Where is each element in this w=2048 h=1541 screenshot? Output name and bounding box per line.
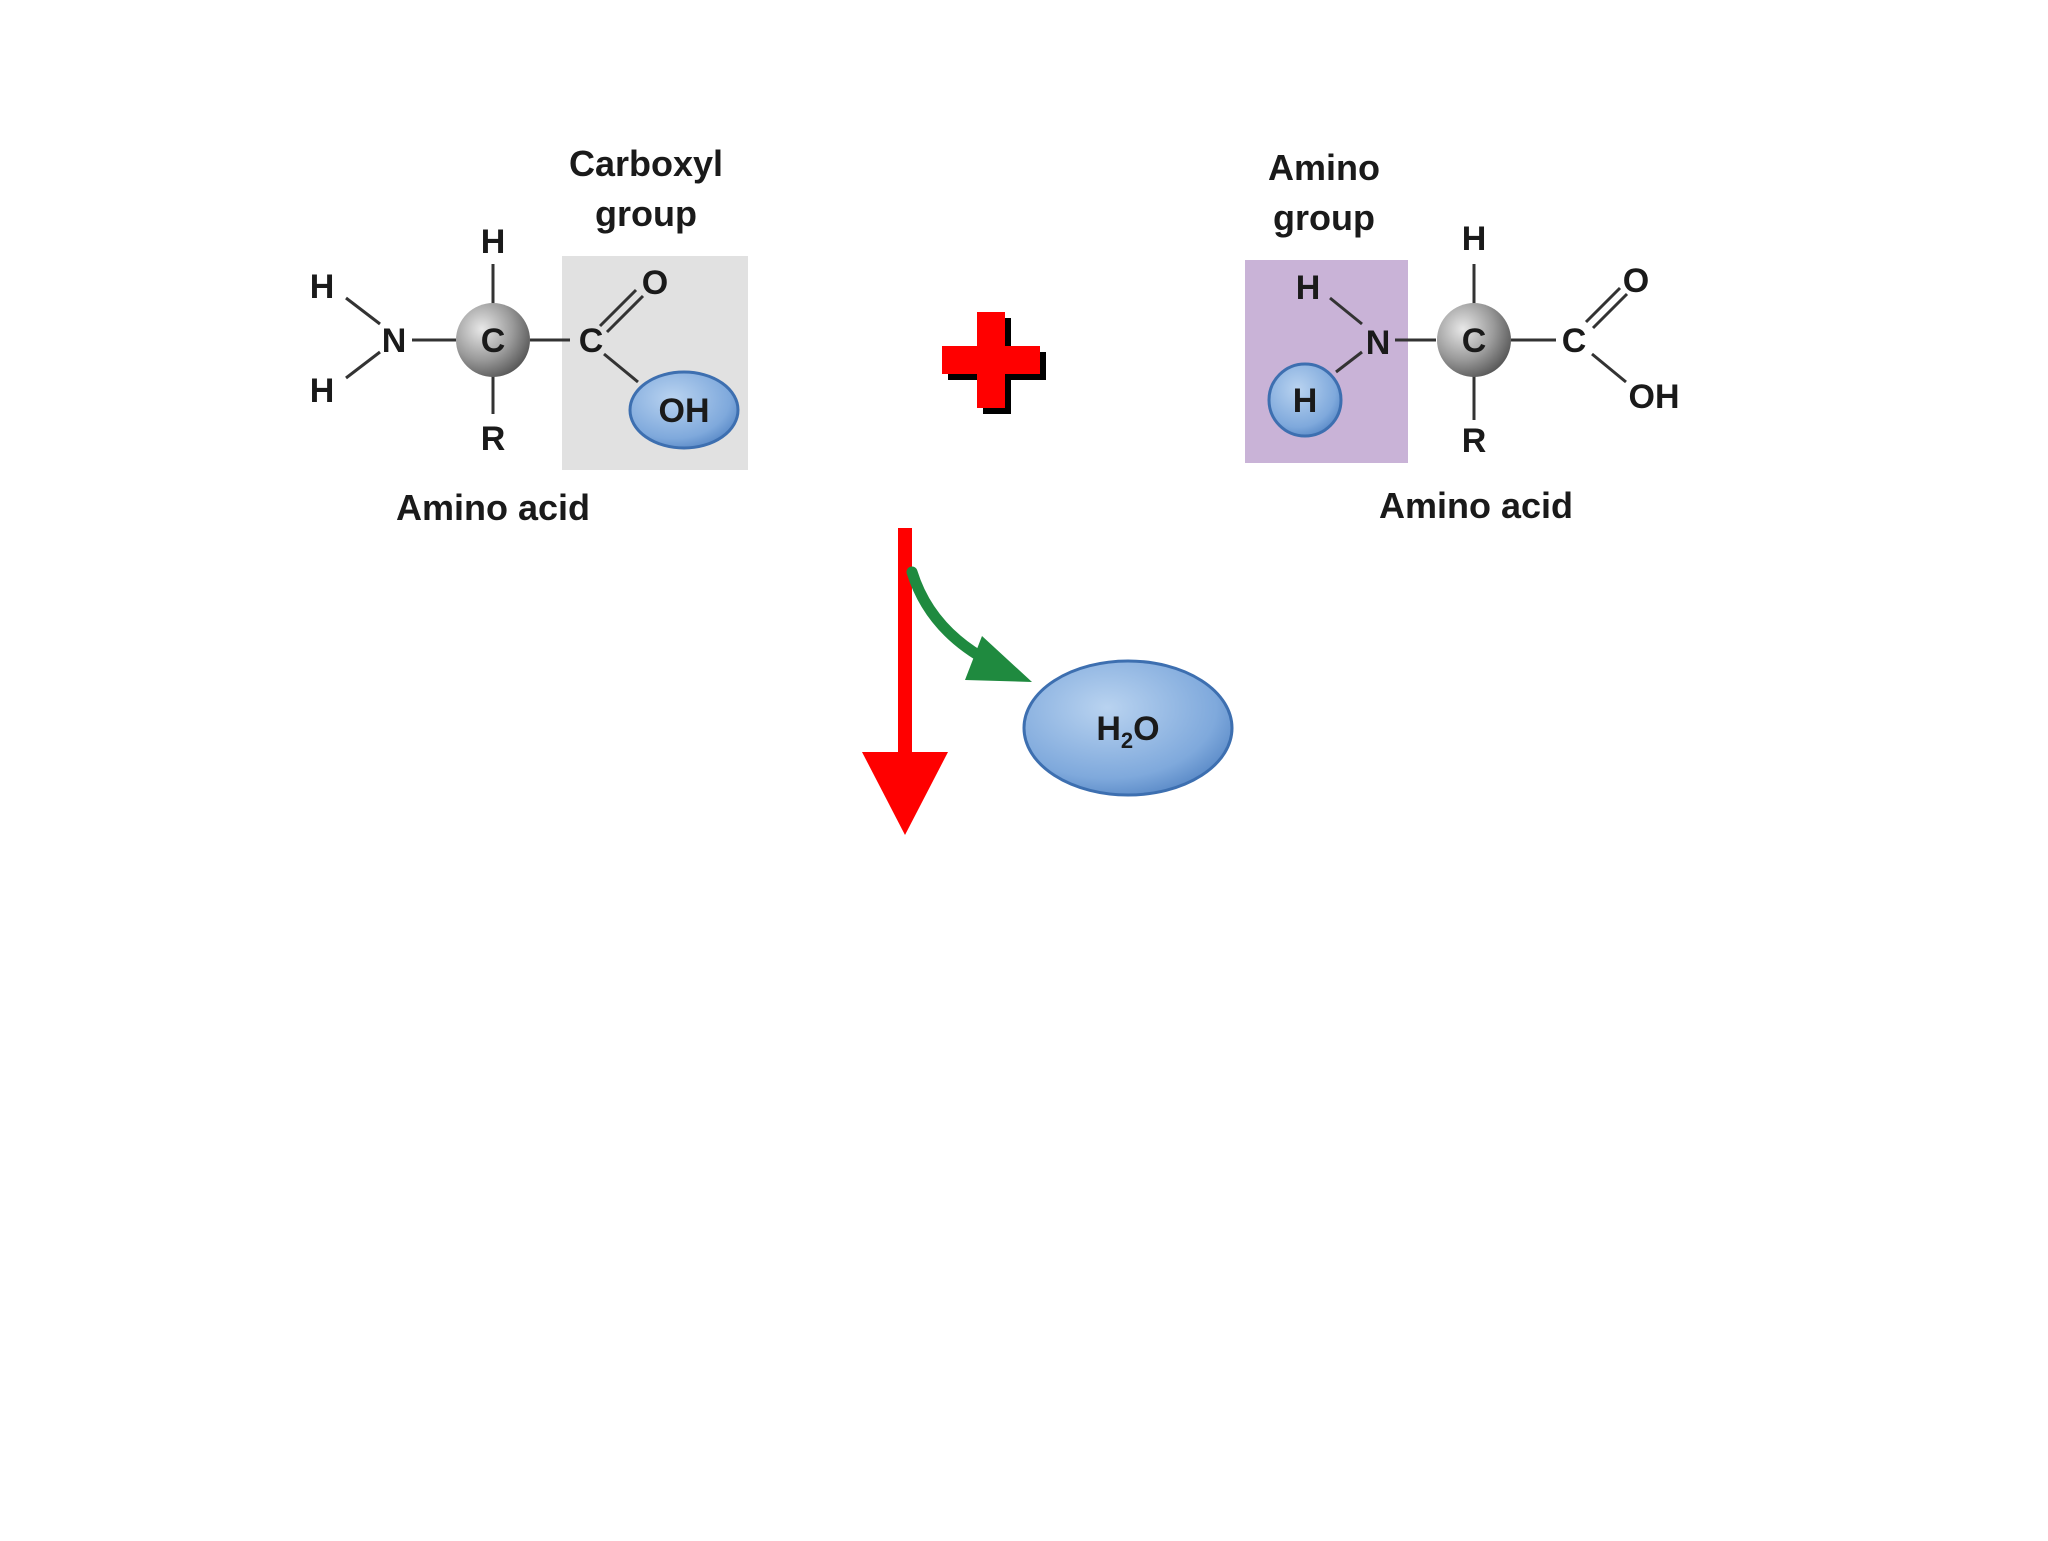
left-h-bottom-left: H xyxy=(310,372,335,410)
left-alpha-carbon-circle xyxy=(456,303,530,377)
right-h-top: H xyxy=(1462,220,1487,258)
left-h-top-left: H xyxy=(310,268,335,306)
water-ellipse xyxy=(1022,659,1234,797)
right-h-on-n: H xyxy=(1296,269,1321,307)
right-n-atom: N xyxy=(1366,324,1391,362)
left-c-alpha: C xyxy=(481,322,506,360)
right-oh-atom: OH xyxy=(1629,378,1680,416)
right-alpha-carbon-circle xyxy=(1437,303,1511,377)
reaction-arrow xyxy=(862,528,948,835)
right-o-atom: O xyxy=(1623,262,1649,300)
water-release-arrow xyxy=(906,566,1032,682)
plus-sign xyxy=(942,312,1046,414)
right-r-group: R xyxy=(1462,422,1487,460)
left-caption: Amino acid xyxy=(396,487,590,528)
water-molecule: H2O xyxy=(1022,659,1234,797)
right-amino-acid: Amino group H N H C H R C O OH Amino aci… xyxy=(1245,147,1680,526)
left-amino-acid: Carboxyl group H H N C H R C O OH Amino … xyxy=(310,143,748,528)
right-h-circle xyxy=(1267,362,1343,438)
right-h-circle-label: H xyxy=(1293,382,1318,420)
carboxyl-group-label-line1: Carboxyl xyxy=(569,143,723,184)
left-h-top: H xyxy=(481,223,506,261)
left-oh-atom: OH xyxy=(659,392,710,430)
left-n-atom: N xyxy=(382,322,407,360)
right-bonds xyxy=(1329,264,1629,420)
left-r-group: R xyxy=(481,420,506,458)
left-oh-ellipse xyxy=(628,370,740,450)
amino-group-label-line2: group xyxy=(1273,197,1375,238)
water-label: H2O xyxy=(1096,710,1159,753)
left-c-carbonyl: C xyxy=(579,322,604,360)
left-o-atom: O xyxy=(642,264,668,302)
left-bonds xyxy=(345,264,645,414)
right-caption: Amino acid xyxy=(1379,485,1573,526)
right-c-carbonyl: C xyxy=(1562,322,1587,360)
carboxyl-group-label-line2: group xyxy=(595,193,697,234)
right-c-alpha: C xyxy=(1462,322,1487,360)
amino-group-label-line1: Amino xyxy=(1268,147,1380,188)
